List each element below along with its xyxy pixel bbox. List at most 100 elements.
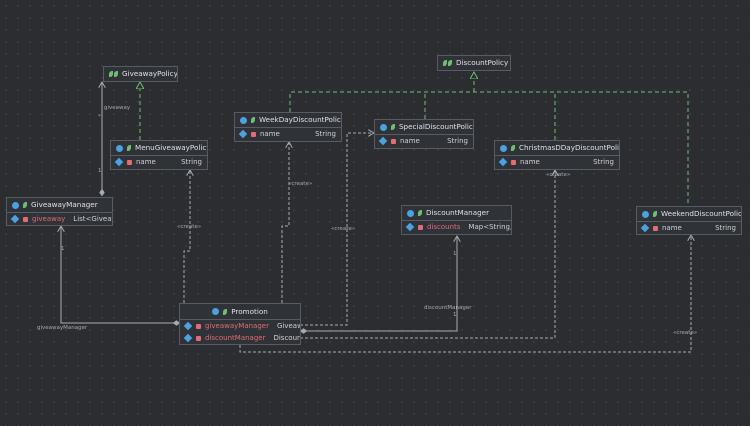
giveaway-role-label: giveaway [104,105,131,111]
field-name: giveaway [32,215,66,223]
realization-bus [289,91,689,206]
create-special [300,133,374,326]
weekday-discount-policy-node[interactable]: WeekDayDiscountPolicy name String [234,112,342,142]
field-name: name [260,130,280,138]
tag-icon [10,214,20,224]
class-icon [116,144,123,152]
node-title: DiscountPolicy [456,58,509,67]
leaf-icon [251,117,255,123]
lock-icon [418,224,423,230]
interface-icon [114,71,118,77]
leaf-icon [653,211,657,217]
node-title: Promotion [231,307,268,316]
discount-policy-node[interactable]: DiscountPolicy [437,55,511,71]
leaf-icon [223,308,228,315]
association-giveaway-manager [61,226,180,323]
field-type: DiscountManager [273,334,300,342]
field-name: discountManager [205,334,266,342]
create-label: «create» [331,226,356,232]
field-row[interactable]: name String [235,128,341,140]
lock-icon [391,138,396,144]
tag-icon [640,223,650,233]
lock-icon [251,131,256,137]
christmas-dday-discount-policy-node[interactable]: ChristmasDDayDiscountPolicy name String [494,140,620,170]
field-type: String [315,130,336,138]
leaf-icon [391,124,395,130]
create-label: «create» [288,181,313,187]
create-label: «create» [177,224,202,230]
interface-icon [109,71,113,77]
field-row[interactable]: discounts Map<String, Integer> [402,221,511,233]
field-row[interactable]: name String [495,156,619,168]
node-title: SpecialDiscountPolicy [399,122,473,131]
node-title: WeekendDiscountPolicy [661,209,741,218]
discount-manager-multiplicity-label: 1 [453,312,457,318]
create-weekday [281,142,289,303]
leaf-icon [418,210,422,216]
field-name: name [520,158,540,166]
field-type: String [181,158,202,166]
field-type: GiveawayManager [276,322,300,330]
class-icon [642,210,649,218]
giveaway-policy-node[interactable]: GiveawayPolicy [103,66,178,82]
create-label: «create» [546,172,571,178]
discount-manager-multiplicity-label: 1 [453,251,457,257]
lock-icon [196,323,201,329]
node-title: GiveawayPolicy [122,69,177,78]
node-title: DiscountManager [426,208,490,217]
field-name: name [662,224,682,232]
node-title: GiveawayManager [31,200,98,209]
node-title: WeekDayDiscountPolicy [259,115,341,124]
tag-icon [238,129,248,139]
tag-icon [498,157,508,167]
giveaway-manager-node[interactable]: GiveawayManager giveaway List<GiveawayPo… [6,197,113,226]
interface-icon [443,60,447,66]
field-type: Map<String, Integer> [468,223,511,231]
menu-giveaway-policy-node[interactable]: MenuGiveawayPolicy name String [110,140,208,170]
field-name: name [400,137,420,145]
class-icon [12,201,19,209]
tag-icon [378,136,388,146]
weekend-discount-policy-node[interactable]: WeekendDiscountPolicy name String [636,206,742,235]
special-discount-policy-node[interactable]: SpecialDiscountPolicy name String [374,119,474,149]
field-row[interactable]: name String [375,135,473,147]
create-weekend [239,235,691,353]
field-row[interactable]: discountManager DiscountManager [180,332,300,344]
create-christmas [300,170,555,339]
leaf-icon [511,145,515,151]
field-row[interactable]: name String [637,222,741,234]
class-icon [240,116,247,124]
field-type: String [593,158,614,166]
tag-icon [114,157,124,167]
giveaway-manager-role-label: giveawayManager [37,325,88,331]
field-name: discounts [427,223,461,231]
lock-icon [196,335,201,341]
lock-icon [127,159,132,165]
field-row[interactable]: giveaway List<GiveawayPolicy> [7,213,112,225]
giveaway-multiplicity-label: * [98,114,101,120]
field-row[interactable]: name String [111,156,207,168]
giveaway-manager-multiplicity-label: 1 [61,246,65,252]
discount-manager-node[interactable]: DiscountManager discounts Map<String, In… [401,205,512,235]
field-type: String [447,137,468,145]
class-icon [380,123,387,131]
tag-icon [183,321,193,331]
giveaway-multiplicity-label: 1 [98,168,102,174]
tag-icon [405,222,415,232]
leaf-icon [23,202,27,208]
interface-icon [448,60,452,66]
create-menu [183,170,190,303]
field-name: giveawayManager [205,322,269,330]
promotion-node[interactable]: Promotion giveawayManager GiveawayManage… [179,303,301,345]
field-type: List<GiveawayPolicy> [73,215,112,223]
field-type: String [715,224,736,232]
lock-icon [511,159,516,165]
class-icon [212,308,220,315]
create-label: «create» [673,330,698,336]
class-icon [500,144,507,152]
node-title: ChristmasDDayDiscountPolicy [519,143,619,152]
association-discount-manager [300,236,457,331]
field-row[interactable]: giveawayManager GiveawayManager [180,320,300,332]
lock-icon [23,216,28,222]
